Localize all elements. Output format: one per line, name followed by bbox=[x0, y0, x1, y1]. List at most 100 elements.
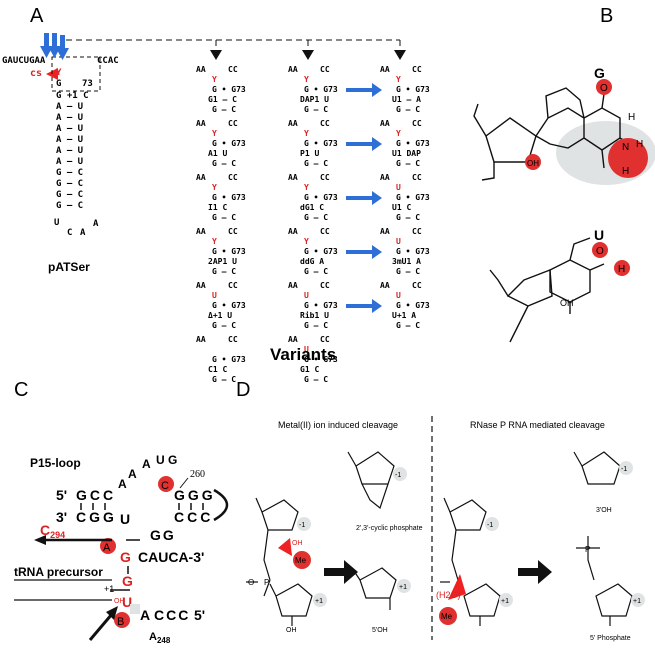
svg-text:+1: +1 bbox=[399, 584, 407, 591]
variant-text: U bbox=[396, 237, 401, 246]
patser-y: Y bbox=[56, 68, 62, 78]
variant-text: G1 — C bbox=[208, 95, 237, 104]
metal-me: Me bbox=[295, 556, 307, 565]
svg-text:+1: +1 bbox=[633, 598, 641, 605]
variant-text: AA bbox=[196, 335, 206, 344]
stem-pair: G — C bbox=[56, 201, 83, 211]
p15-structure: 5' GCC 3' CGG A A A U G GGG CCC GG U CAU… bbox=[56, 453, 213, 623]
variant-text: U bbox=[396, 183, 401, 192]
variant-text: G • G73 bbox=[304, 139, 338, 148]
svg-text:P: P bbox=[264, 578, 269, 587]
g-h3: H bbox=[628, 112, 635, 123]
marker-b bbox=[114, 612, 130, 628]
variant-text: G • G73 bbox=[304, 247, 338, 256]
variant-text: G • G73 bbox=[212, 139, 246, 148]
stem-pair: G — C bbox=[56, 190, 83, 200]
variant-text: AA bbox=[196, 227, 206, 236]
svg-text:C: C bbox=[67, 228, 72, 238]
variant-text: CC bbox=[412, 119, 422, 128]
svg-text:A: A bbox=[93, 219, 99, 229]
variant-text: 3mU1 A bbox=[392, 257, 421, 266]
svg-text:G: G bbox=[120, 549, 131, 565]
variant-text: U bbox=[396, 291, 401, 300]
variant-text: G — C bbox=[212, 321, 236, 330]
trna-precursor-label: tRNA precursor bbox=[14, 565, 103, 579]
variant-text: CC bbox=[228, 65, 238, 74]
variant-text: Y bbox=[304, 183, 309, 192]
variant-text: Y bbox=[304, 237, 309, 246]
variant-text: CC bbox=[228, 335, 238, 344]
svg-text:CAUCA-3': CAUCA-3' bbox=[138, 549, 204, 565]
marker-c bbox=[158, 476, 174, 492]
svg-text:CCC: CCC bbox=[154, 607, 190, 623]
panel-b: B G OH O N H H H U bbox=[473, 5, 655, 343]
variant-text: CC bbox=[228, 281, 238, 290]
variant-text: G — C bbox=[212, 159, 236, 168]
patser-title: pATSer bbox=[48, 260, 90, 274]
p15-arc bbox=[213, 488, 229, 522]
variant-text: G — C bbox=[212, 213, 236, 222]
oh3-label: 3'OH bbox=[596, 507, 612, 514]
svg-text:GCC: GCC bbox=[76, 487, 116, 503]
patser-g73: 73 bbox=[82, 79, 93, 89]
g-o6-circle bbox=[596, 79, 612, 95]
variant-text: CC bbox=[320, 173, 330, 182]
variant-text: AA bbox=[380, 173, 390, 182]
svg-text:A: A bbox=[80, 228, 86, 238]
oh5-product bbox=[351, 567, 397, 610]
variant-text: G • G73 bbox=[212, 193, 246, 202]
rnase-title: RNase P RNA mediated cleavage bbox=[470, 420, 605, 430]
rnase-reaction-arrow bbox=[518, 560, 552, 584]
variant-text: G — C bbox=[212, 375, 236, 384]
svg-text:-1: -1 bbox=[395, 472, 401, 479]
variants-title: Variants bbox=[270, 345, 336, 364]
oh3-product bbox=[573, 451, 621, 485]
stem-pair: A — U bbox=[56, 135, 83, 145]
svg-text:U: U bbox=[122, 594, 132, 610]
oh-label: OH bbox=[114, 598, 125, 605]
p15-pairs bbox=[80, 503, 204, 591]
g-2oh-circle bbox=[525, 154, 541, 170]
variant-text: G • G73 bbox=[396, 247, 430, 256]
phosphate5-product bbox=[576, 536, 633, 626]
variant-text: DAP1 U bbox=[300, 95, 329, 104]
variant-text: U bbox=[304, 291, 309, 300]
variant-text: Rib1 U bbox=[300, 310, 329, 320]
svg-text:+1: +1 bbox=[315, 598, 323, 605]
svg-text:A: A bbox=[142, 457, 151, 471]
u-oh: OH bbox=[560, 298, 574, 308]
rnase-attack-arrow bbox=[448, 574, 466, 600]
variant-text: G — C bbox=[212, 105, 236, 114]
svg-text:U: U bbox=[54, 218, 59, 228]
cyclic-product bbox=[347, 451, 395, 510]
variant-text: Y bbox=[396, 75, 401, 84]
variant-text: G • G73 bbox=[396, 139, 430, 148]
variant-text: G • G73 bbox=[304, 301, 338, 310]
variant-text: AA bbox=[288, 281, 298, 290]
variant-text: AA bbox=[288, 119, 298, 128]
svg-text:A: A bbox=[118, 477, 127, 491]
variant-text: Y bbox=[304, 75, 309, 84]
g-h2: H bbox=[622, 166, 629, 177]
svg-text:U: U bbox=[120, 511, 130, 527]
marker-a-text: A bbox=[103, 542, 111, 554]
svg-text:OH: OH bbox=[286, 627, 297, 634]
svg-text:OH: OH bbox=[292, 540, 303, 547]
patser-g: G bbox=[56, 79, 61, 89]
variant-text: CC bbox=[320, 119, 330, 128]
svg-text:CGG: CGG bbox=[76, 509, 117, 525]
variant-text: G — C bbox=[304, 267, 328, 276]
variant-text: CC bbox=[412, 65, 422, 74]
panel-d-label: D bbox=[236, 379, 250, 401]
variant-text: Y bbox=[212, 75, 217, 84]
